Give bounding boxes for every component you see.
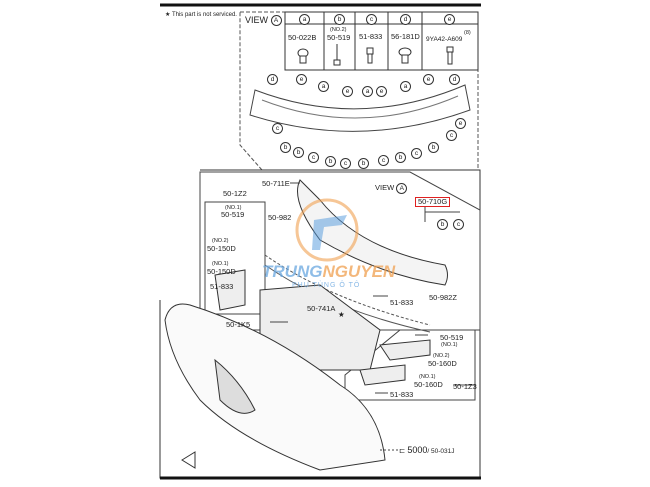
col-key-c: c [366, 14, 377, 25]
label-50-1z3[interactable]: 50-1Z3 [453, 382, 477, 391]
note-no1: (NO.1) [419, 374, 436, 380]
note-no2: (NO.2) [330, 27, 347, 33]
not-serviced-note: ★ This part is not serviced. [165, 12, 237, 18]
part-9ya42-a609: 9YA42-A609 [426, 36, 463, 43]
label-50-160d-no1[interactable]: 50-160D [414, 380, 443, 389]
callout-b: b [437, 219, 448, 230]
col-key-d: d [400, 14, 411, 25]
watermark-logo-icon [295, 198, 359, 262]
part-51-833: 51-833 [359, 32, 383, 41]
label-50-1k5[interactable]: 50-1K5 [226, 320, 251, 329]
label-51-833[interactable]: 51-833 [390, 390, 414, 399]
note-no1: (NO.1) [225, 205, 242, 211]
label-bumper[interactable]: ⊏ 5000/ 50-031J [399, 445, 455, 456]
part-50-022b: 50-022B [288, 33, 317, 42]
front-arrow-icon [181, 451, 196, 469]
note-qty-8: (8) [464, 30, 471, 36]
star-icon: ★ [338, 310, 345, 319]
view-a-title: VIEW A [245, 15, 282, 27]
watermark-brand: TRUNGNGUYEN [262, 262, 396, 281]
label-50-519[interactable]: 50-519 [221, 210, 245, 219]
note-no2: (NO.2) [212, 238, 229, 244]
bumper-tag-icon: ⊏ [399, 446, 406, 455]
view-a-ref: VIEW A [375, 183, 408, 194]
note-no1: (NO.1) [441, 342, 458, 348]
label-51-833[interactable]: 51-833 [390, 298, 414, 307]
part-56-181d: 56-181D [391, 32, 420, 41]
watermark-tagline: PHỤ TÙNG Ô TÔ [292, 282, 361, 289]
label-50-710g-highlighted[interactable]: 50-710G [415, 197, 451, 207]
label-50-741a[interactable]: 50-741A [307, 304, 336, 313]
label-50-150d-no1[interactable]: 50-150D [207, 267, 236, 276]
label-50-982z[interactable]: 50-982Z [429, 293, 457, 302]
callout-c: c [453, 219, 464, 230]
col-key-b: b [334, 14, 345, 25]
part-50-519: 50-519 [327, 33, 351, 42]
label-51-833[interactable]: 51-833 [210, 282, 234, 291]
note-no1: (NO.1) [212, 261, 229, 267]
label-50-1z2[interactable]: 50-1Z2 [223, 189, 247, 198]
label-50-982[interactable]: 50-982 [268, 213, 292, 222]
label-50-160d-no2[interactable]: 50-160D [428, 359, 457, 368]
col-key-e: e [444, 14, 455, 25]
note-no2: (NO.2) [433, 353, 450, 359]
col-key-a: a [299, 14, 310, 25]
label-50-519[interactable]: 50-519 [440, 333, 464, 342]
star-icon: ★ [165, 12, 171, 18]
label-50-150d-no2[interactable]: 50-150D [207, 244, 236, 253]
label-50-711e[interactable]: 50-711E [262, 179, 290, 188]
